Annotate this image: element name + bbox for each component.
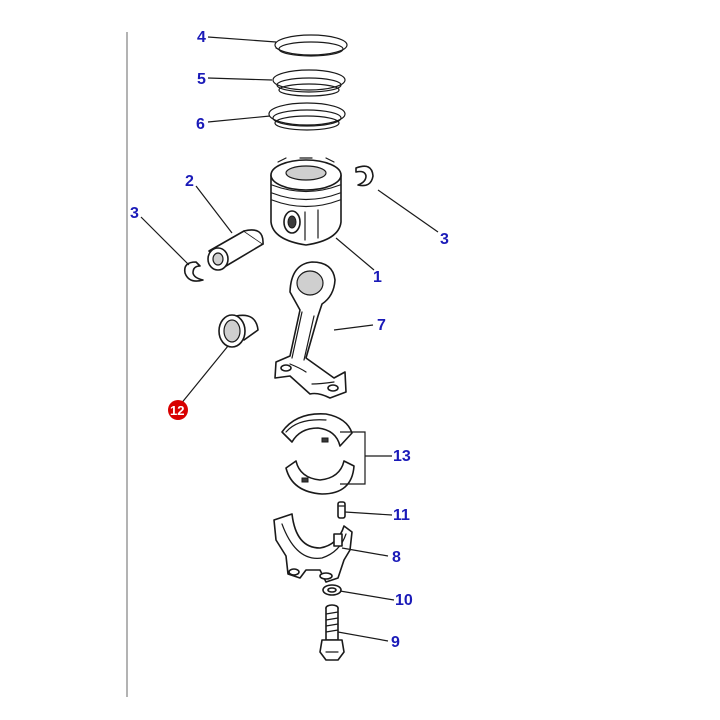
washer — [322, 584, 342, 596]
callout-8: 8 — [392, 549, 401, 566]
piston-pin — [207, 229, 264, 271]
callout-3-right: 3 — [440, 231, 449, 248]
small-end-bushing — [218, 314, 259, 348]
piston-ring-6 — [268, 102, 346, 131]
callout-11: 11 — [393, 507, 410, 524]
callout-6: 6 — [196, 116, 205, 133]
callout-9: 9 — [391, 634, 400, 651]
callout-10: 10 — [395, 592, 413, 609]
callout-1: 1 — [373, 269, 382, 286]
piston-ring-4 — [274, 34, 348, 57]
dowel-pin — [337, 501, 346, 519]
highlighted-callout-12[interactable]: 12 — [168, 400, 188, 420]
bearing-upper — [281, 413, 353, 447]
leader-lines — [140, 36, 439, 642]
callout-2: 2 — [185, 173, 194, 190]
connecting-rod — [274, 261, 347, 399]
callout-4: 4 — [197, 29, 206, 46]
highlight-badge — [168, 400, 188, 420]
callout-3-left: 3 — [130, 205, 139, 222]
snap-ring-right — [355, 165, 374, 187]
piston — [270, 157, 342, 246]
callout-5: 5 — [197, 71, 206, 88]
snap-ring-left — [183, 261, 204, 282]
callout-13: 13 — [393, 448, 411, 465]
callout-12: 12 — [170, 403, 184, 418]
rod-cap — [273, 513, 353, 583]
rod-bolt — [319, 604, 345, 661]
piston-ring-5 — [272, 69, 346, 97]
callout-7: 7 — [377, 317, 386, 334]
bearing-lower — [285, 460, 355, 495]
callout-labels: 4 5 6 2 3 3 1 7 13 11 8 10 9 — [130, 29, 449, 651]
